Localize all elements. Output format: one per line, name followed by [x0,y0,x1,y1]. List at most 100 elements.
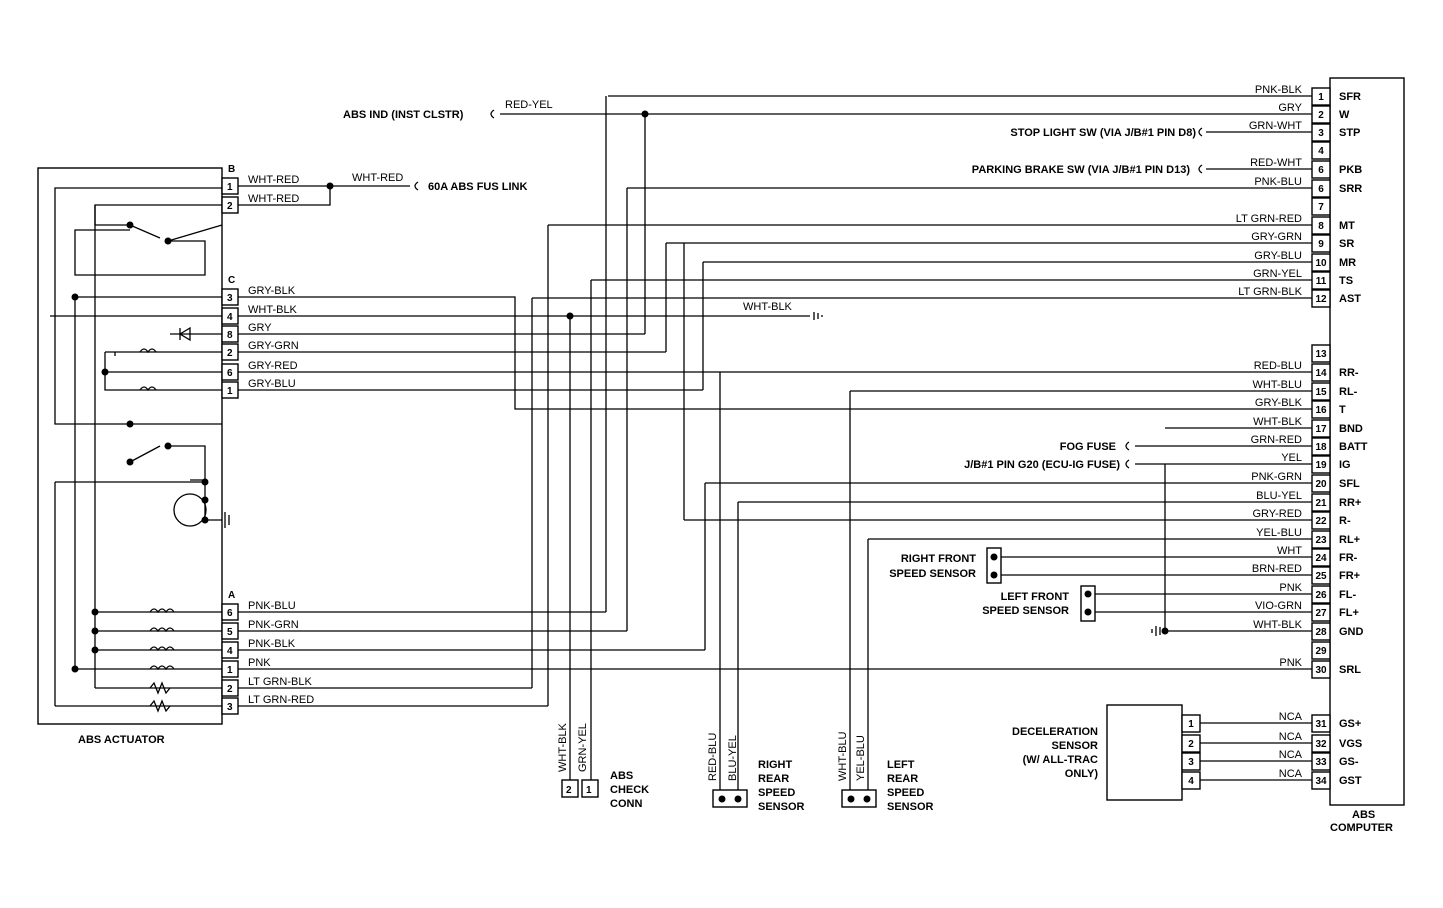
actuator-wire-label: GRY-GRN [248,340,299,352]
computer-pin-number: 21 [1315,498,1327,509]
computer-wire-label: LT GRN-RED [1236,213,1302,225]
computer-wire-label: YEL-BLU [1256,527,1302,539]
actuator-pin-number: 4 [227,646,233,657]
actuator-wire-label: PNK-GRN [248,619,299,631]
right-rear-label-1: RIGHT [758,759,793,771]
computer-pin-number: 18 [1315,442,1327,453]
decel-pin-box [1181,752,1201,771]
decel-pin-box [1181,714,1201,733]
decel-pin-number: 3 [1188,757,1194,768]
actuator-title: ABS ACTUATOR [78,734,165,746]
decel-pin-box [1181,771,1201,790]
computer-pin-signal: SRR [1339,183,1362,195]
left-rear-speed-sensor: WHT-BLU YEL-BLU LEFT REAR SPEED SENSOR [837,731,934,813]
computer-wire-label: PNK-GRN [1251,471,1302,483]
computer-wire-label: BRN-RED [1252,563,1302,575]
computer-pin-number: 12 [1315,294,1327,305]
deceleration-sensor: DECELERATION SENSOR (W/ ALL-TRAC ONLY) [1012,704,1183,801]
connector-b-letter: B [228,164,235,175]
right-rear-speed-sensor: RED-BLU BLU-YEL RIGHT REAR SPEED SENSOR [707,733,805,813]
computer-pin-signal: MT [1339,220,1355,232]
actuator-wire-label: LT GRN-RED [248,694,314,706]
computer-wire-label: NCA [1279,711,1303,723]
decel-label-4: ONLY) [1065,768,1099,780]
actuator-pin-number: 3 [227,293,233,304]
decel-label-1: DECELERATION [1012,726,1098,738]
connector-a-letter: A [228,590,235,601]
computer-pin-number: 10 [1315,258,1327,269]
right-front-speed-sensor: RIGHT FRONT SPEED SENSOR [889,547,1002,584]
computer-pin-number: 19 [1315,460,1327,471]
computer-wire-label: WHT-BLK [1253,619,1303,631]
computer-wire-label: PNK [1279,657,1302,669]
computer-pin-signal: IG [1339,459,1351,471]
check-conn-label-1: ABS [610,770,633,782]
computer-pin-signal: PKB [1339,164,1362,176]
computer-pin-number: 22 [1315,516,1327,527]
decel-pin-number: 4 [1188,776,1194,787]
computer-pin-box [1311,197,1331,216]
abs-actuator: B C A ABS ACTUATOR [37,164,235,746]
computer-wire-label: GRY [1278,102,1302,114]
jb-pin-label: J/B#1 PIN G20 (ECU-IG FUSE) [964,459,1120,471]
computer-pin-signal: FL- [1339,589,1356,601]
right-rear-wire-2: BLU-YEL [727,735,739,781]
check-conn-pin-2: 2 [566,785,572,796]
computer-pin-signal: FR+ [1339,570,1360,582]
computer-wire-label: GRN-WHT [1249,120,1302,132]
computer-pin-signal: MR [1339,257,1356,269]
computer-wire-label: YEL [1281,452,1302,464]
computer-pin-number: 29 [1315,646,1327,657]
computer-pin-number: 30 [1315,665,1327,676]
computer-title-1: ABS [1352,809,1375,821]
actuator-pin-number: 1 [227,665,233,676]
computer-pin-number: 32 [1315,739,1327,750]
computer-pin-signal: FR- [1339,552,1358,564]
computer-pin-signal: GST [1339,775,1362,787]
fuse-link-label: 60A ABS FUS LINK [428,181,527,193]
computer-pin-number: 17 [1315,424,1327,435]
decel-pin-number: 1 [1188,719,1194,730]
computer-wire-label: PNK [1279,582,1302,594]
computer-pin-signal: RR- [1339,367,1359,379]
check-conn-wire-1: WHT-BLK [557,722,569,772]
right-rear-label-4: SENSOR [758,801,805,813]
computer-pin-number: 27 [1315,608,1327,619]
actuator-wire-label: PNK [248,657,271,669]
computer-pin-number: 3 [1318,128,1324,139]
right-rear-label-3: SPEED [758,787,795,799]
computer-wire-label: NCA [1279,749,1303,761]
abs-check-conn: 2 1 WHT-BLK GRN-YEL ABS CHECK CONN [557,722,649,810]
computer-pin-signal: RR+ [1339,497,1361,509]
computer-wire-label: GRN-YEL [1253,268,1302,280]
actuator-pin-number: 8 [227,330,233,341]
computer-title-2: COMPUTER [1330,822,1393,834]
actuator-pin-number: 2 [227,201,233,212]
actuator-wire-label: WHT-RED [248,193,299,205]
computer-pin-signal: W [1339,109,1350,121]
computer-pin-number: 8 [1318,221,1324,232]
left-rear-label-4: SENSOR [887,801,934,813]
computer-wire-label: RED-BLU [1254,360,1302,372]
left-front-speed-sensor: LEFT FRONT SPEED SENSOR [982,585,1096,622]
actuator-body [37,167,223,725]
check-conn-label-2: CHECK [610,784,649,796]
computer-wire-label: GRN-RED [1251,434,1302,446]
computer-pin-number: 34 [1315,776,1327,787]
left-rear-label-2: REAR [887,773,918,785]
computer-pin-signal: SFR [1339,91,1361,103]
actuator-pin-number: 4 [227,312,233,323]
computer-wire-label: GRY-GRN [1251,231,1302,243]
computer-pin-number: 26 [1315,590,1327,601]
computer-pin-number: 13 [1315,349,1327,360]
right-rear-label-2: REAR [758,773,789,785]
computer-pin-number: 11 [1316,276,1327,287]
actuator-wire-label: LT GRN-BLK [248,676,312,688]
computer-pin-signal: FL+ [1339,607,1359,619]
abs-ind-wire: RED-YEL [505,99,553,111]
actuator-pin-number: 1 [227,182,233,193]
actuator-wire-label: WHT-BLK [248,304,298,316]
actuator-pin-number: 6 [227,368,233,379]
